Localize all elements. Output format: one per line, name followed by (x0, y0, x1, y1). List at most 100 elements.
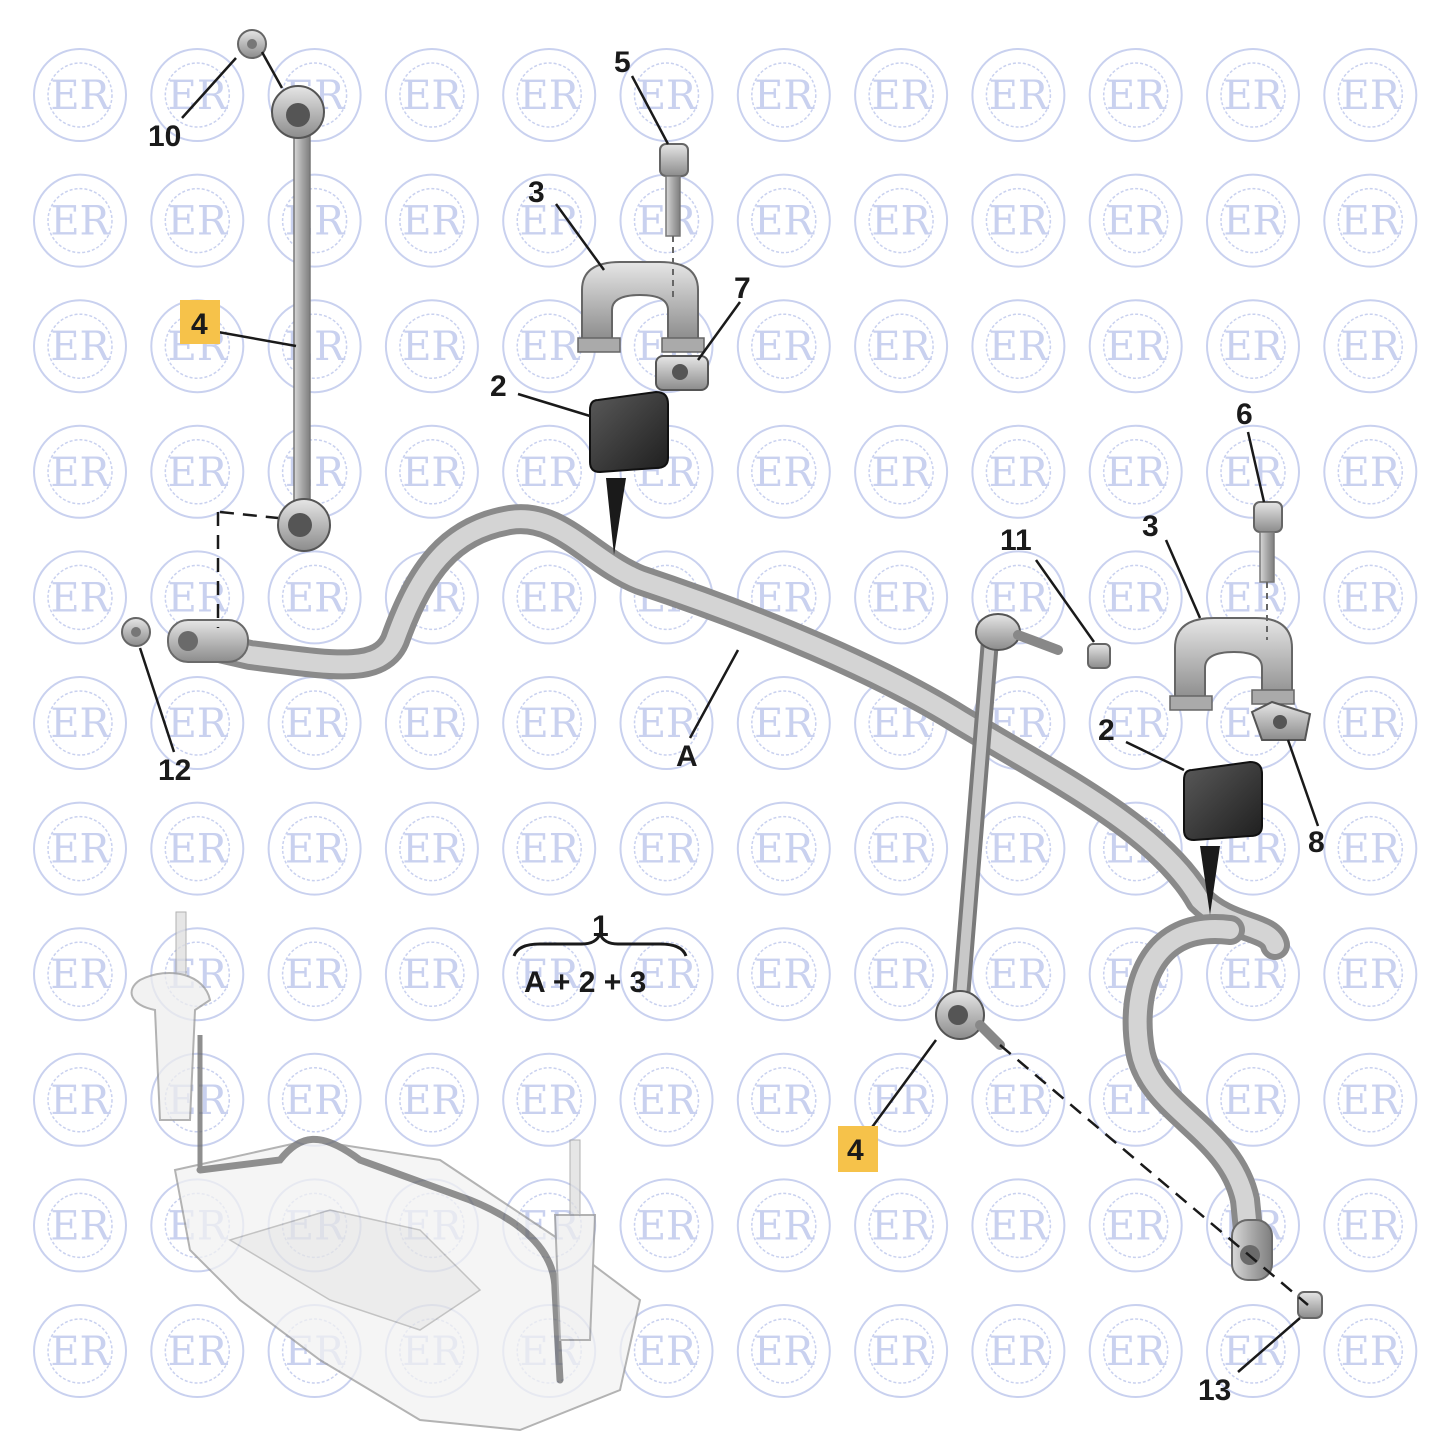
watermark-stamp: ER (736, 676, 831, 770)
watermark-text: ER (520, 73, 581, 119)
watermark-stamp: ER (502, 550, 597, 645)
watermark-stamp: ER (1323, 48, 1418, 142)
watermark-stamp: ER (33, 424, 127, 519)
watermark-stamp: ER (854, 173, 949, 268)
watermark-text: ER (1106, 1329, 1167, 1375)
watermark-text: ER (285, 575, 346, 621)
nut-10 (237, 29, 267, 59)
watermark-stamp: ER (736, 1052, 831, 1147)
bushing-2-right (1183, 760, 1263, 915)
watermark-stamp: ER (736, 1304, 831, 1398)
watermark-stamp: ER (1088, 1178, 1183, 1273)
watermark-stamp: ER (33, 927, 127, 1022)
watermark-text: ER (1341, 1203, 1402, 1249)
watermark-text: ER (754, 1078, 815, 1124)
watermark-stamp: ER (150, 676, 245, 770)
watermark-stamp: ER (33, 676, 127, 770)
formula-brace (512, 929, 688, 957)
watermark-stamp: ER (1206, 48, 1300, 142)
watermark-stamp: ER (736, 1178, 831, 1273)
watermark-text: ER (50, 450, 111, 496)
watermark-text: ER (1106, 199, 1167, 245)
watermark-stamp: ER (33, 550, 127, 645)
watermark-stamp: ER (502, 424, 597, 519)
watermark-text: ER (402, 1078, 463, 1124)
watermark-text: ER (989, 73, 1050, 119)
watermark-stamp: ER (1323, 676, 1418, 770)
watermark-stamp: ER (1323, 1304, 1418, 1398)
formula-top: 1 (592, 910, 609, 943)
callout-3-right: 3 (1142, 510, 1159, 543)
watermark-text: ER (520, 575, 581, 621)
watermark-stamp: ER (267, 676, 362, 770)
watermark-stamp: ER (1323, 1052, 1418, 1147)
watermark-text: ER (50, 1203, 111, 1249)
watermark-text: ER (402, 952, 463, 998)
watermark-stamp: ER (1088, 173, 1183, 268)
inset-subframe-illustration (130, 911, 642, 1432)
callout-4-right: 4 (847, 1134, 864, 1167)
watermark-text: ER (871, 575, 932, 621)
watermark-stamp: ER (854, 299, 949, 394)
watermark-stamp: ER (1323, 801, 1418, 896)
nut-7 (655, 355, 709, 391)
watermark-text: ER (1341, 952, 1402, 998)
watermark-stamp: ER (267, 299, 362, 394)
watermark-text: ER (168, 1329, 229, 1375)
watermark-text: ER (637, 952, 698, 998)
watermark-text: ER (168, 199, 229, 245)
callouts: 10 5 3 7 4 2 6 3 11 2 8 12 A 4 13 (148, 46, 1325, 1407)
link-rod-right (935, 613, 1063, 1050)
callout-13: 13 (1198, 1374, 1231, 1407)
watermark-stamp: ER (1206, 550, 1300, 645)
watermark-stamp: ER (971, 801, 1066, 896)
watermark-text: ER (1223, 73, 1284, 119)
watermark-text: ER (50, 1078, 111, 1124)
watermark-stamp: ER (854, 1304, 949, 1398)
callout-3-left: 3 (528, 176, 545, 209)
watermark-stamp: ER (384, 1052, 479, 1147)
watermark-stamp: ER (384, 927, 479, 1022)
watermark-text: ER (285, 952, 346, 998)
nut-11 (1087, 643, 1111, 669)
watermark-text: ER (1341, 1078, 1402, 1124)
watermark-stamp: ER (384, 173, 479, 268)
watermark-stamp: ER (736, 173, 831, 268)
watermark-stamp: ER (384, 676, 479, 770)
watermark-stamp: ER (1206, 1304, 1300, 1398)
watermark-stamp: ER (1323, 927, 1418, 1022)
callout-11: 11 (1000, 524, 1032, 557)
watermark-stamp: ER (502, 48, 597, 142)
watermark-text: ER (50, 199, 111, 245)
watermark-text: ER (50, 575, 111, 621)
watermark-stamp: ER (267, 1052, 362, 1147)
watermark-stamp: ER (1088, 676, 1183, 770)
nut-12 (121, 617, 151, 647)
watermark-text: ER (168, 73, 229, 119)
watermark-stamp: ER (1206, 173, 1300, 268)
watermark-text: ER (871, 324, 932, 370)
watermark-stamp: ER (971, 48, 1066, 142)
watermark-stamp: ER (502, 927, 597, 1022)
watermark-text: ER (1106, 575, 1167, 621)
watermark-text: ER (989, 952, 1050, 998)
watermark-text: ER (1106, 450, 1167, 496)
callout-highlight-4-left (180, 300, 220, 344)
watermark-stamp: ER (502, 1052, 597, 1147)
watermark-stamp: ER (971, 424, 1066, 519)
callout-4-left: 4 (191, 308, 208, 341)
watermark-text: ER (871, 1203, 932, 1249)
watermark-text: ER (168, 827, 229, 873)
watermark-stamp: ER (1088, 48, 1183, 142)
watermark-text: ER (50, 1329, 111, 1375)
watermark-stamp: ER (971, 1178, 1066, 1273)
watermark-stamp: ER (971, 1304, 1066, 1398)
watermark-text: ER (402, 324, 463, 370)
watermark-text: ER (402, 73, 463, 119)
callout-2-right: 2 (1098, 714, 1115, 747)
watermark-stamp: ER (619, 1052, 714, 1147)
watermark-stamp: ER (150, 1304, 245, 1398)
watermark-text: ER (754, 199, 815, 245)
watermark-text: ER (637, 827, 698, 873)
watermark-stamp: ER (619, 1178, 714, 1273)
